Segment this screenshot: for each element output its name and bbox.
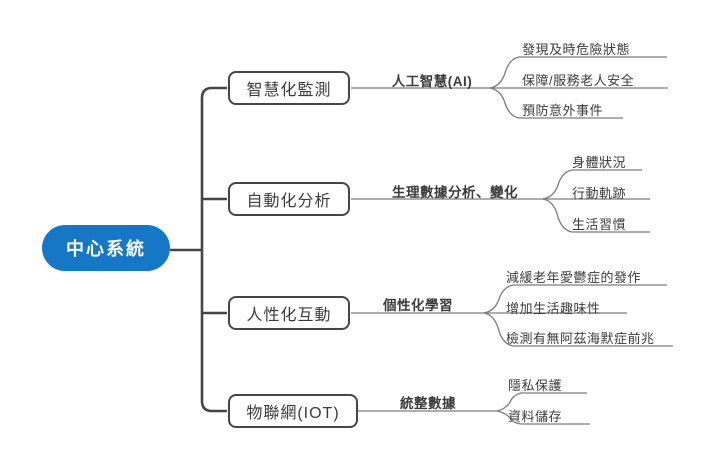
branch-node-iot[interactable]: 物聯網(IOT) <box>228 394 358 428</box>
sublabel-physio-data[interactable]: 生理數據分析、變化 <box>392 185 518 200</box>
leaf-label[interactable]: 檢測有無阿茲海默症前兆 <box>506 331 655 346</box>
branch-4-wires <box>357 392 590 425</box>
leaf-label[interactable]: 資料儲存 <box>508 409 563 424</box>
leaf-label[interactable]: 隱私保護 <box>508 378 563 393</box>
branch-1-wires <box>351 56 668 119</box>
leaf-label[interactable]: 身體狀況 <box>572 155 627 170</box>
branch-3-wires <box>351 284 673 347</box>
leaf-label[interactable]: 保障/服務老人安全 <box>522 73 635 88</box>
sublabel-data-integration[interactable]: 統整數據 <box>400 396 456 411</box>
leaf-label[interactable]: 預防意外事件 <box>522 103 604 118</box>
leaf-label[interactable]: 發現及時危險狀態 <box>522 42 631 57</box>
leaf-label[interactable]: 增加生活趣味性 <box>506 301 601 316</box>
trunk-connector <box>170 86 227 413</box>
sublabel-ai[interactable]: 人工智慧(AI) <box>391 74 473 89</box>
leaf-label[interactable]: 減緩老年愛鬱症的發作 <box>506 270 642 285</box>
leaf-label[interactable]: 生活習慣 <box>572 217 627 232</box>
branch-node-humanized-interaction[interactable]: 人性化互動 <box>228 296 350 330</box>
branch-node-smart-monitoring[interactable]: 智慧化監測 <box>228 71 350 105</box>
sublabel-personalized-learning[interactable]: 個性化學習 <box>383 298 453 313</box>
branch-node-automated-analysis[interactable]: 自動化分析 <box>228 182 350 216</box>
branch-2-wires <box>351 169 650 233</box>
leaf-label[interactable]: 行動軌跡 <box>572 186 627 201</box>
root-node[interactable]: 中心系統 <box>42 225 170 271</box>
